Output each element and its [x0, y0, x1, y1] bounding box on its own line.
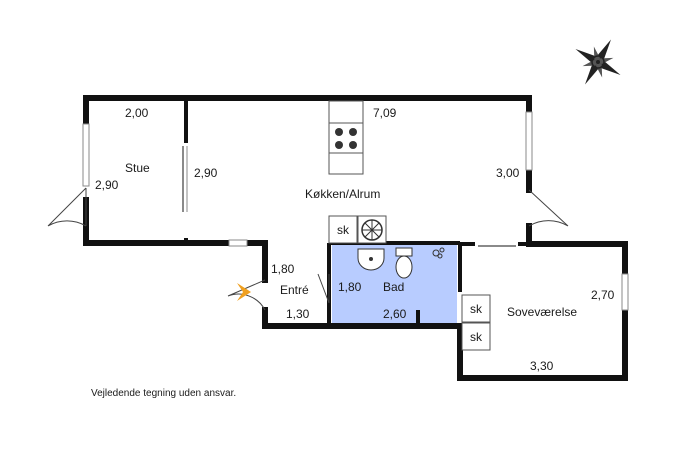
- room-label-entre: Entré: [280, 283, 309, 297]
- toilet-icon: [395, 247, 413, 279]
- dim-bad-width: 2,60: [383, 307, 407, 321]
- cabinet-bedroom-1: [461, 294, 491, 323]
- window-stue: [82, 123, 90, 187]
- window-kitchen: [525, 111, 533, 171]
- room-label-stue: Stue: [125, 161, 150, 175]
- door-entre: [227, 279, 266, 311]
- washing-machine-icon: [357, 215, 387, 244]
- dim-stue-width: 2,00: [125, 106, 149, 120]
- dim-stue-depth: 2,90: [95, 178, 119, 192]
- disclaimer-text: Vejledende tegning uden ansvar.: [91, 388, 237, 399]
- compass-rose-icon: [575, 39, 621, 85]
- dim-kitchen-width: 7,09: [373, 106, 397, 120]
- door-swings: [47, 187, 569, 311]
- room-label-sovevaerelse: Soveværelse: [507, 305, 577, 319]
- dim-entre-width: 1,30: [286, 307, 310, 321]
- dim-bedroom-width: 3,30: [530, 359, 554, 373]
- sink-icon: [357, 248, 385, 271]
- door-kitchen: [528, 189, 569, 227]
- door-stue: [47, 187, 87, 227]
- dim-entre-depth: 1,80: [271, 262, 295, 276]
- dim-bad-depth: 1,80: [338, 280, 362, 294]
- dim-kitchen-left-depth: 2,90: [194, 166, 218, 180]
- room-label-bad: Bad: [383, 280, 404, 294]
- cabinet-bedroom-2: [461, 322, 491, 351]
- dim-kitchen-right-depth: 3,00: [496, 166, 520, 180]
- cabinet-kitchen-label: sk: [337, 223, 350, 237]
- shower-icon: [432, 247, 445, 259]
- cabinet-kitchen: [328, 215, 358, 244]
- room-label-kokken: Køkken/Alrum: [305, 187, 380, 201]
- window-bedroom: [621, 273, 629, 311]
- dim-bedroom-depth: 2,70: [591, 288, 615, 302]
- bathroom-area: [332, 245, 457, 323]
- hob-icon: [328, 122, 364, 154]
- cabinet-bedroom-1-label: sk: [470, 302, 483, 316]
- door-bad: [317, 273, 330, 304]
- entrance-arrow-icon: [237, 283, 251, 301]
- window-entre: [228, 239, 248, 247]
- kitchen-counter: [328, 100, 364, 175]
- cabinet-bedroom-2-label: sk: [470, 330, 483, 344]
- windows: [82, 111, 629, 311]
